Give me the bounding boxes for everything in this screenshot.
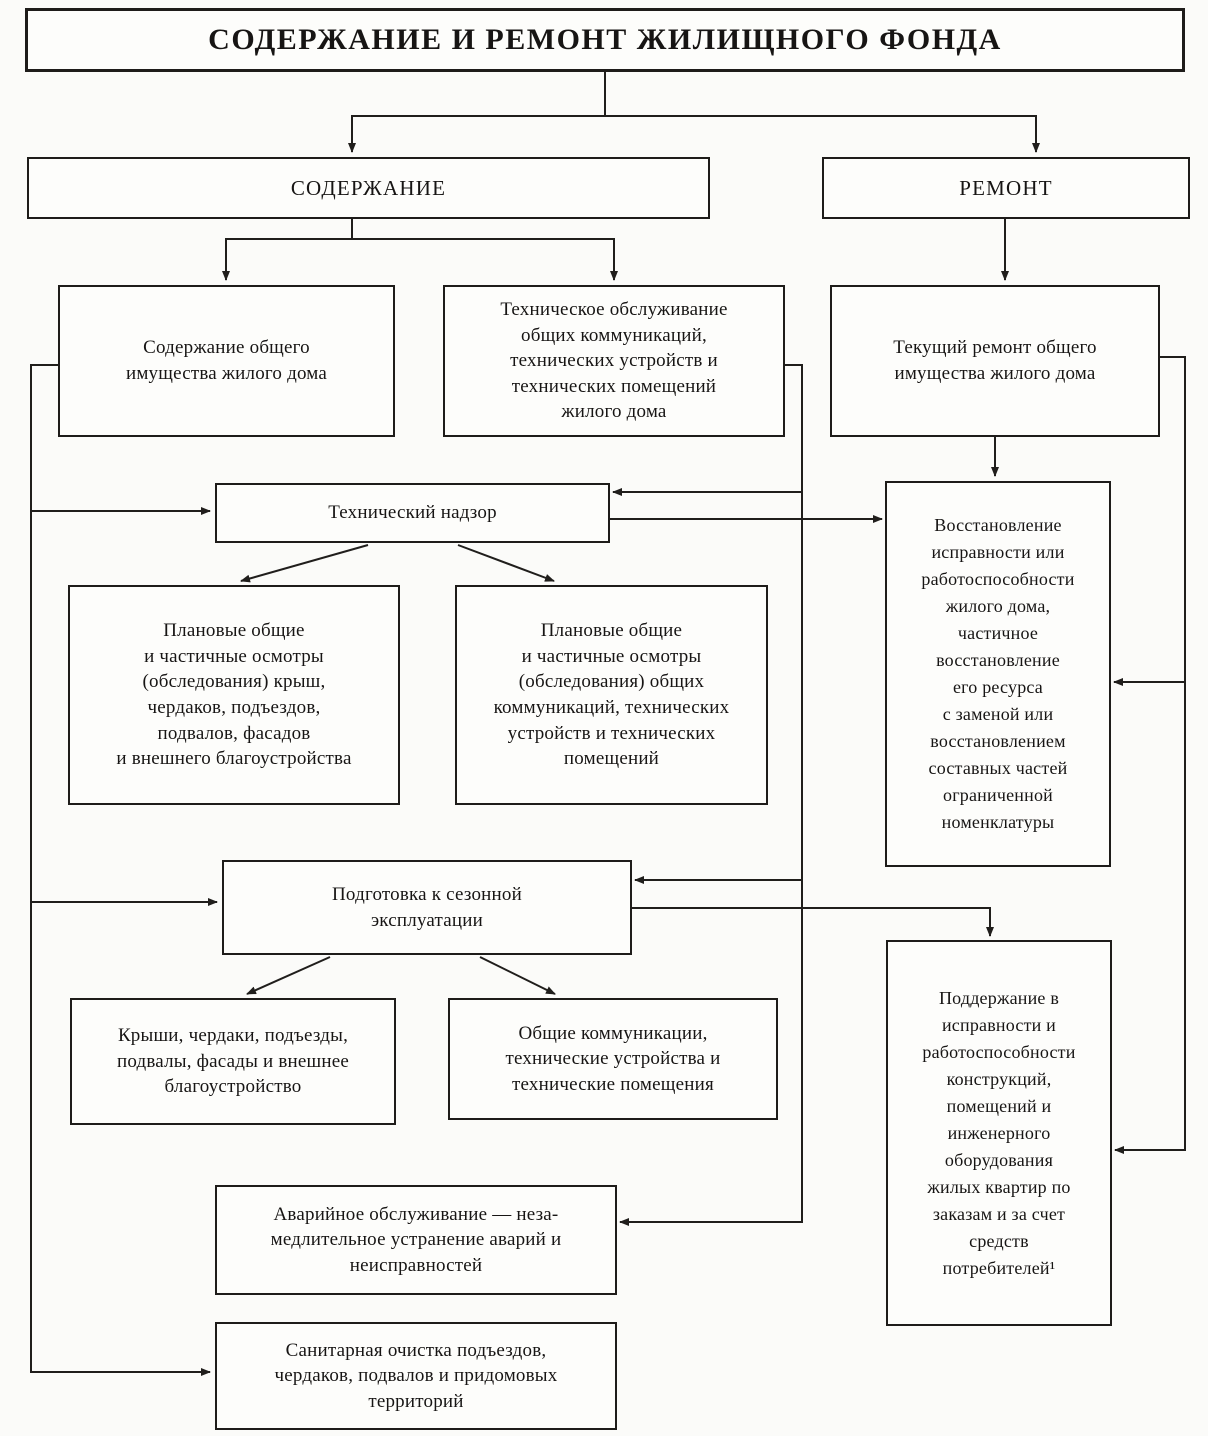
node-sanitarnaya: Санитарная очистка подъездов, чердаков, … bbox=[215, 1322, 617, 1430]
node-remont: РЕМОНТ bbox=[822, 157, 1190, 219]
node-tekh-nadzor: Технический надзор bbox=[215, 483, 610, 543]
connector-nadzor-to-planovye-kommunikatsiy bbox=[457, 544, 555, 582]
node-tekushchiy-remont: Текущий ремонт общего имущества жилого д… bbox=[830, 285, 1160, 437]
connector-left-rail bbox=[30, 364, 211, 1376]
connector-nadzor-to-planovye-krysh bbox=[240, 544, 369, 583]
node-podgotovka: Подготовка к сезонной эксплуатации bbox=[222, 860, 632, 955]
node-vosstanovlenie: Восстановление исправности или работоспо… bbox=[885, 481, 1111, 867]
connector-podgotovka-to-podderzhanie bbox=[632, 907, 994, 937]
connector-soderzhanie-to-sod-obshchego bbox=[222, 238, 352, 281]
connector-podgotovka-to-obshchie bbox=[479, 956, 556, 995]
node-title: СОДЕРЖАНИЕ И РЕМОНТ ЖИЛИЩНОГО ФОНДА bbox=[25, 8, 1185, 72]
connector-podgotovka-to-kryshi bbox=[246, 956, 331, 995]
connector-soderzhanie-to-tekh-obsluzhivanie bbox=[352, 238, 618, 281]
connector-title-to-soderzhanie bbox=[348, 115, 605, 153]
node-avariynoe: Аварийное обслуживание — неза- медлитель… bbox=[215, 1185, 617, 1295]
node-podderzhanie: Поддержание в исправности и работоспособ… bbox=[886, 940, 1112, 1326]
node-planovye-kommunikatsiy: Плановые общие и частичные осмотры (обсл… bbox=[455, 585, 768, 805]
node-soderzhanie: СОДЕРЖАНИЕ bbox=[27, 157, 710, 219]
node-kryshi: Крыши, чердаки, подъезды, подвалы, фасад… bbox=[70, 998, 396, 1125]
connector-title-to-remont bbox=[605, 115, 1040, 153]
node-obshchie-kommunikatsii: Общие коммуникации, технические устройст… bbox=[448, 998, 778, 1120]
connector-right-rail-2 bbox=[1114, 356, 1186, 1154]
node-planovye-krysh: Плановые общие и частичные осмотры (обсл… bbox=[68, 585, 400, 805]
node-sod-obshchego: Содержание общего имущества жилого дома bbox=[58, 285, 395, 437]
connector-right-rail-1 bbox=[619, 364, 803, 1226]
node-tekh-obsluzhivanie: Техническое обслуживание общих коммуника… bbox=[443, 285, 785, 437]
